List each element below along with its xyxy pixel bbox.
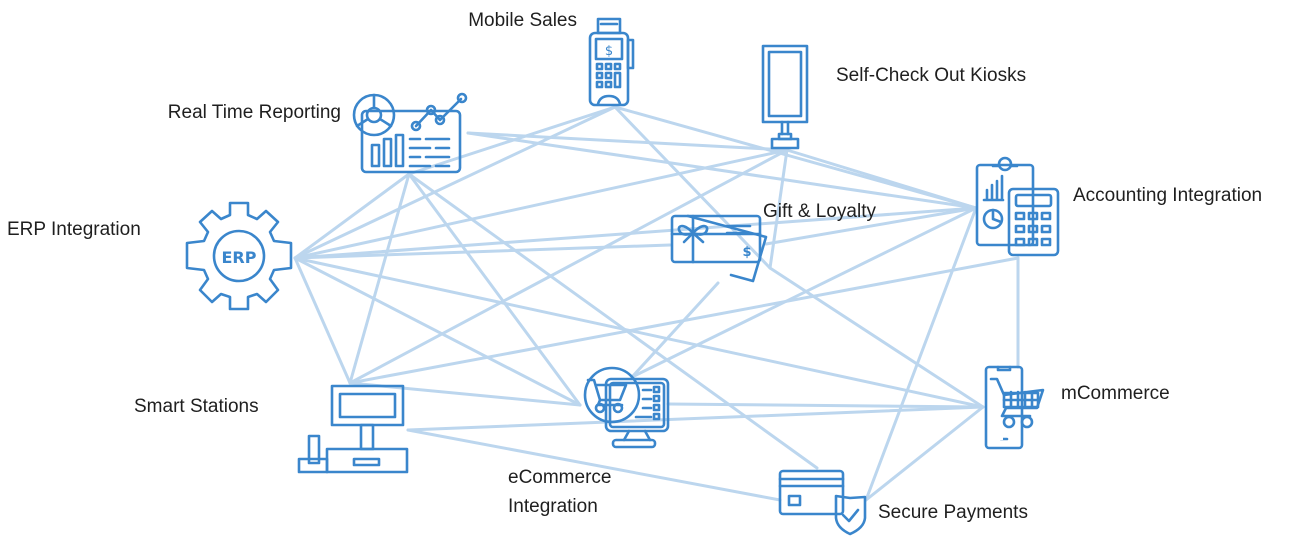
edge-smart-stations-to-secure-payments [406,428,782,502]
edge-erp-to-accounting [293,206,978,260]
dollar-sign-glyph: $ [605,44,613,59]
edge-self-checkout-to-gift-loyalty [768,148,789,270]
edge-erp-to-ecommerce [293,256,582,407]
node-label-self-checkout: Self-Check Out Kiosks [836,65,1026,86]
node-label-real-time-reporting: Real Time Reporting [168,102,341,123]
edge-gift-loyalty-to-mcommerce [768,266,985,409]
edge-real-time-reporting-to-ecommerce [407,172,582,407]
edge-self-checkout-to-erp [293,148,789,260]
edge-mobile-sales-to-erp [293,105,617,260]
edge-self-checkout-to-smart-stations [348,148,789,385]
edge-real-time-reporting-to-mobile-sales [407,105,617,176]
edge-smart-stations-to-mcommerce [406,405,985,432]
dashboard-report-icon [352,92,468,174]
edge-real-time-reporting-to-secure-payments [407,172,819,470]
edge-accounting-to-gift-loyalty [764,206,978,246]
gift-card-icon [670,214,768,283]
mobile-cart-icon [984,365,1045,450]
pos-terminal-icon [588,17,635,107]
edge-erp-to-mcommerce [293,256,985,409]
node-label-ecommerce-line1: eCommerce [508,467,611,488]
cart-monitor-icon [583,366,670,449]
edge-accounting-to-secure-payments [864,206,978,502]
edge-mcommerce-to-secure-payments [864,405,985,502]
node-label-erp: ERP Integration [7,219,141,240]
node-label-ecommerce-line2: Integration [508,496,598,517]
connection-lines [293,105,1020,502]
node-label-accounting: Accounting Integration [1073,185,1262,206]
node-label-secure-payments: Secure Payments [878,502,1028,523]
node-label-smart-stations: Smart Stations [134,396,259,417]
card-shield-icon [778,469,867,536]
edge-gift-loyalty-to-ecommerce [630,281,720,379]
kiosk-icon [761,44,809,150]
edge-real-time-reporting-to-accounting [466,131,978,210]
edge-accounting-to-ecommerce [630,206,978,379]
edge-erp-to-gift-loyalty [293,243,672,260]
edge-erp-to-smart-stations [293,256,352,385]
edge-mobile-sales-to-accounting [613,105,978,210]
node-label-gift-loyalty: Gift & Loyalty [763,201,876,222]
edge-real-time-reporting-to-self-checkout [466,131,789,152]
pos-station-icon [297,384,409,474]
edge-real-time-reporting-to-smart-stations [348,172,411,385]
node-label-mcommerce: mCommerce [1061,383,1170,404]
erp-icon-text: ERP [222,248,257,267]
edge-real-time-reporting-to-erp [293,172,411,260]
edge-self-checkout-to-accounting [785,148,978,210]
clipboard-calculator-icon [975,156,1060,257]
node-label-mobile-sales: Mobile Sales [468,10,577,31]
erp-gear-icon [185,201,293,311]
gift-dollar-glyph: $ [742,245,751,260]
edge-ecommerce-to-mcommerce [666,402,985,409]
edge-mobile-sales-to-gift-loyalty [613,105,772,270]
